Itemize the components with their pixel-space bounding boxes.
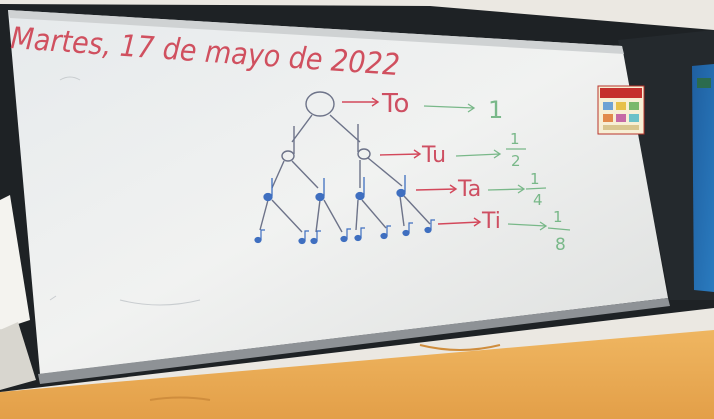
syllable-tu: Tu — [421, 143, 446, 168]
arrow-icon — [342, 97, 380, 107]
half-note — [357, 124, 371, 160]
quarter-note — [396, 175, 406, 198]
fraction-half: 1 2 — [506, 130, 526, 170]
eighth-note — [402, 222, 413, 237]
eighth-note — [254, 229, 265, 244]
eighth-note — [354, 227, 365, 242]
rhythm-tree — [259, 91, 431, 233]
eighth-note — [340, 228, 351, 243]
arrow-icon — [437, 217, 482, 227]
fraction-numerator: 1 — [510, 130, 520, 148]
fraction-quarter: 1 4 — [525, 170, 547, 209]
tv-screen — [692, 64, 714, 292]
paper-note — [0, 195, 30, 330]
eighth-note — [310, 230, 321, 245]
board-top-edge — [8, 10, 624, 54]
fraction-bar — [547, 227, 571, 231]
eighth-notes — [254, 219, 435, 245]
quarter-notes — [263, 175, 406, 202]
quarter-note — [263, 178, 273, 202]
quarter-note — [315, 178, 325, 202]
eighth-note — [424, 219, 435, 234]
quarter-note — [355, 177, 365, 201]
eighth-note — [298, 230, 309, 245]
fraction-eighth: 1 8 — [547, 208, 571, 255]
arrow-icon — [507, 221, 548, 231]
board-sticker — [597, 85, 645, 135]
value-whole: 1 — [488, 96, 503, 124]
fraction-numerator: 1 — [530, 170, 540, 188]
whole-note — [305, 91, 335, 117]
fraction-denominator: 2 — [511, 152, 521, 170]
marker-tray — [38, 298, 670, 384]
syllable-ta: Ta — [457, 177, 481, 202]
eighth-note — [380, 225, 391, 240]
whiteboard — [8, 10, 668, 374]
red-arrows — [342, 97, 482, 227]
fraction-denominator: 8 — [555, 235, 566, 255]
paper-edge — [0, 322, 36, 390]
arrow-icon — [487, 184, 526, 194]
arrow-icon — [455, 149, 502, 159]
syllable-ti: Ti — [481, 209, 501, 234]
green-arrows — [423, 103, 548, 231]
board-smudge — [49, 76, 201, 306]
arrow-icon — [415, 184, 458, 194]
syllable-to: To — [381, 89, 409, 119]
fraction-numerator: 1 — [553, 208, 563, 226]
fraction-denominator: 4 — [533, 191, 543, 209]
screen-icon — [697, 78, 711, 88]
arrow-icon — [423, 103, 476, 113]
arrow-icon — [379, 149, 422, 159]
wall-stain — [149, 344, 501, 401]
half-note — [281, 126, 295, 162]
fraction-bar — [525, 187, 547, 190]
